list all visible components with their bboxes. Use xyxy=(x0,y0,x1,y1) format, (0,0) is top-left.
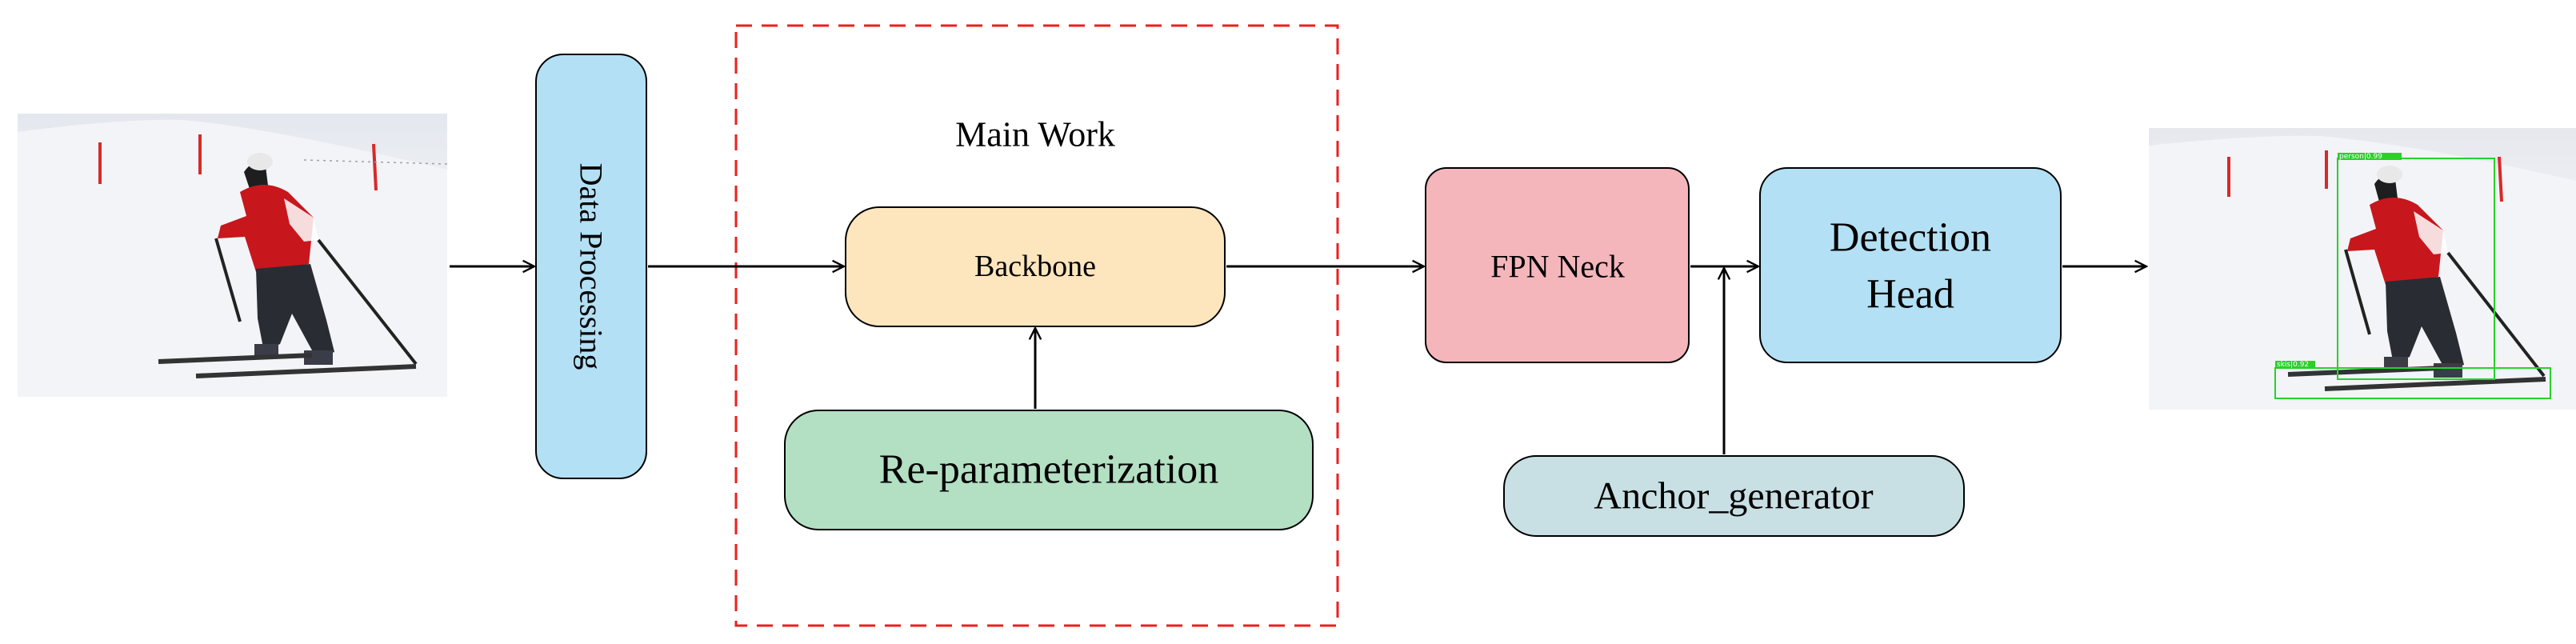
detection-head-node xyxy=(1759,167,2062,363)
data-processing-node xyxy=(535,54,647,479)
skier-icon xyxy=(2287,166,2546,391)
slalom-pole-icon xyxy=(372,143,378,191)
reparameterization-label: Re-parameterization xyxy=(879,447,1218,493)
fpn-neck-node xyxy=(1425,167,1690,363)
anchor-generator-label: Anchor_generator xyxy=(1594,475,1873,518)
backbone-node xyxy=(845,206,1226,327)
main-work-frame xyxy=(734,24,1339,627)
skis-detection-tag xyxy=(2275,361,2315,368)
anchor-generator-node xyxy=(1503,455,1965,537)
output-photo: person|0.99 skis|0.92 xyxy=(2149,128,2576,410)
person-detection-box xyxy=(2337,158,2495,380)
backbone-label: Backbone xyxy=(974,250,1096,283)
reparameterization-node xyxy=(784,410,1314,530)
data-processing-label: Data Processing xyxy=(574,163,610,370)
fpn-neck-label: FPN Neck xyxy=(1490,249,1625,285)
main-work-title: Main Work xyxy=(955,115,1115,154)
detection-head-label-line1: Detection xyxy=(1830,215,1991,261)
skier-icon xyxy=(158,153,418,378)
person-detection-tag xyxy=(2338,153,2402,160)
person-detection-label: person|0.99 xyxy=(2339,153,2382,161)
slalom-pole-icon xyxy=(2498,156,2503,202)
detection-head-label-line2: Head xyxy=(1866,272,1954,318)
skis-detection-label: skis|0.92 xyxy=(2277,361,2309,369)
skis-detection-box xyxy=(2274,367,2551,399)
input-photo xyxy=(18,114,448,397)
